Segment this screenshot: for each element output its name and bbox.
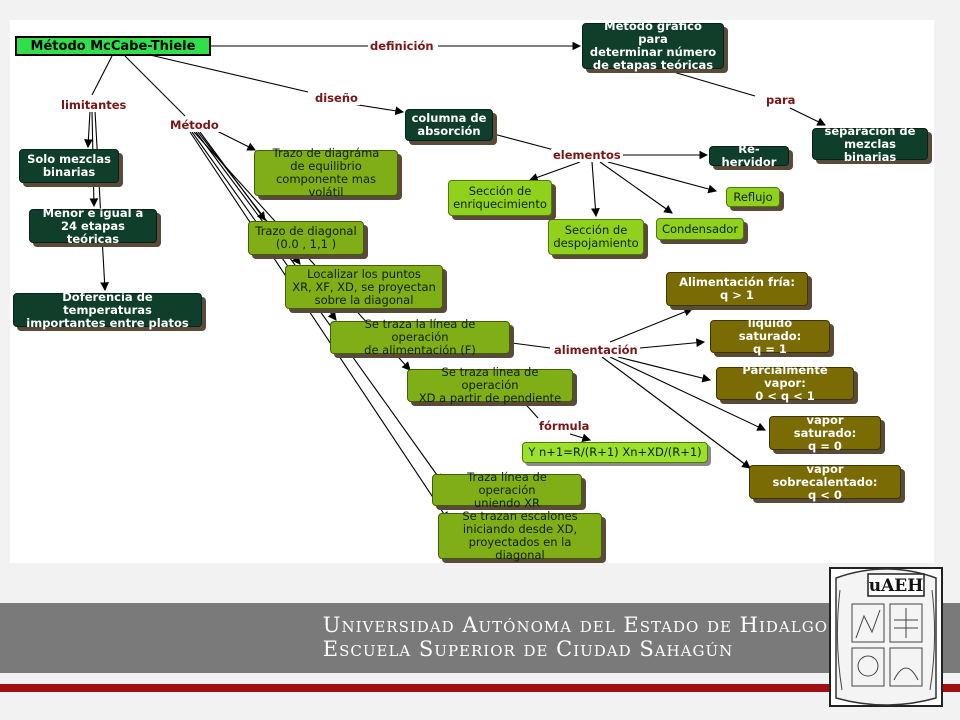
node-paso-puntos[interactable]: Localizar los puntos XR, XF, XD, se proy… (285, 265, 443, 309)
link-label-definicion: definición (368, 39, 436, 53)
link-line (91, 55, 113, 96)
node-rehervidor[interactable]: Re-hervidor (709, 143, 789, 169)
link-label-diseno: diseño (313, 91, 360, 105)
node-alim-vapor-saturado[interactable]: vapor saturado: q = 0 (769, 413, 881, 452)
node-condensador[interactable]: Condensador (656, 218, 744, 240)
link-label-limitantes: limitantes (59, 98, 129, 112)
seal-monogram: uAEH (869, 576, 924, 596)
link-arrow (609, 356, 766, 431)
node-alim-parcial-vapor[interactable]: Parcialmente vapor: 0 < q < 1 (716, 364, 854, 403)
link-arrow (591, 161, 600, 218)
node-paso-pendiente[interactable]: Se traza linea de operación XD a partir … (407, 366, 573, 405)
root-node[interactable]: Método McCabe-Thiele (15, 36, 211, 56)
node-alim-liquido-saturado[interactable]: líquido saturado: q = 1 (710, 317, 830, 356)
node-definicion[interactable]: Método gráfico para determinar número de… (582, 20, 724, 72)
link-arrow (599, 161, 673, 214)
node-limitante-etapas[interactable]: Menor e igual a 24 etapas teóricas (29, 206, 157, 245)
node-separacion[interactable]: separación de mezclas binarias (812, 124, 928, 163)
link-arrow (528, 161, 581, 182)
link-label-para: para (764, 93, 798, 107)
node-formula[interactable]: Y n+1=R/(R+1) Xn+XD/(R+1) (522, 442, 708, 463)
link-line (669, 70, 756, 97)
node-paso-equilibrio[interactable]: Trazo de diagráma de equilibrio componen… (254, 147, 398, 199)
link-arrow (94, 110, 109, 292)
link-arrow (609, 307, 694, 343)
node-despojamiento[interactable]: Sección de despojamiento (548, 219, 644, 255)
node-enriquecimiento[interactable]: Sección de enriquecimiento (448, 180, 552, 216)
school-name: Escuela Superior de Ciudad Sahagún (322, 637, 734, 661)
university-seal-logo: uAEH (829, 567, 943, 707)
link-arrow (601, 356, 751, 469)
link-line (489, 132, 559, 152)
link-label-formula: fórmula (537, 419, 592, 433)
node-reflujo[interactable]: Reflujo (726, 187, 780, 207)
link-arrow (569, 433, 592, 443)
link-arrow (189, 131, 449, 521)
node-alim-fria[interactable]: Alimentación fría: q > 1 (666, 272, 808, 306)
accent-bar (0, 684, 960, 692)
node-paso-diagonal[interactable]: Trazo de diagonal (0.0 , 1,1 ) (248, 221, 364, 255)
node-paso-union-xr[interactable]: Traza línea de operación uniendo XR (432, 470, 582, 509)
link-arrow (214, 129, 256, 151)
link-line (511, 342, 551, 349)
link-arrow (639, 338, 706, 349)
link-arrow (351, 103, 405, 116)
link-arrow (617, 356, 712, 383)
footer-band: Universidad Autónoma del Estado de Hidal… (0, 603, 960, 673)
link-label-elementos: elementos (551, 148, 623, 162)
concept-map: definición para diseño elementos limitan… (10, 20, 934, 563)
link-label-metodo: Método (168, 118, 221, 132)
link-line (124, 55, 186, 117)
link-line (149, 54, 309, 93)
link-arrow (84, 110, 93, 149)
node-limitante-binarias[interactable]: Solo mezclas binarias (19, 149, 119, 183)
link-label-alimentacion: alimentación (552, 343, 640, 357)
node-paso-escalones[interactable]: Se trazan escalones iniciando desde XD, … (438, 510, 602, 562)
node-paso-alimentacion[interactable]: Se traza la línea de operación de alimen… (330, 318, 510, 357)
node-columna[interactable]: columna de absorción (405, 109, 493, 141)
node-alim-vapor-sobrecalentado[interactable]: vapor sobrecalentado: q < 0 (749, 462, 901, 501)
node-limitante-temperaturas[interactable]: Doferencia de temperaturas importantes e… (13, 290, 202, 329)
link-arrow (789, 107, 826, 126)
link-arrow (607, 161, 718, 194)
university-name: Universidad Autónoma del Estado de Hidal… (322, 613, 828, 637)
footer-text: Universidad Autónoma del Estado de Hidal… (323, 613, 828, 661)
